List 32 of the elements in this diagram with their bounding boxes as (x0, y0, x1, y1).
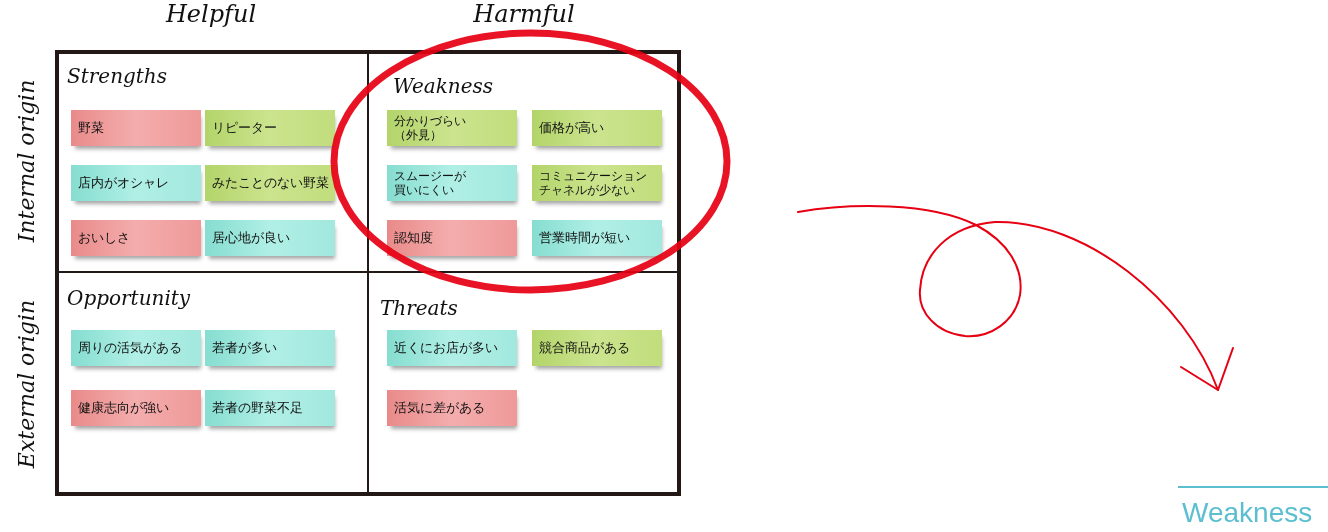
quadrant-panel (55, 50, 368, 272)
quadrant-heading: Threats (380, 298, 458, 318)
sticky-note: リピーター (205, 110, 335, 146)
sticky-note: 若者の野菜不足 (205, 390, 335, 426)
column-heading: Helpful (165, 2, 257, 26)
sticky-note: 競合商品がある (532, 330, 662, 366)
sticky-note: コミュニケーションチャネルが少ない (532, 165, 662, 201)
quadrant-heading: Strengths (67, 66, 167, 86)
sticky-note: 営業時間が短い (532, 220, 662, 256)
sticky-note: 若者が多い (205, 330, 335, 366)
quadrant-panel (368, 272, 681, 496)
row-heading: Internal origin (16, 79, 38, 243)
sticky-note: 店内がオシャレ (71, 165, 201, 201)
quadrant-panel (55, 272, 368, 496)
sticky-note: 分かりづらい（外見） (387, 110, 517, 146)
sticky-note: 居心地が良い (205, 220, 335, 256)
section-heading: Weakness (1182, 499, 1313, 527)
sticky-note: みたことのない野菜 (205, 165, 335, 201)
sticky-note: 活気に差がある (387, 390, 517, 426)
quadrant-heading: Weakness (393, 76, 494, 96)
quadrant-heading: Opportunity (67, 288, 191, 308)
row-heading: External origin (16, 299, 38, 469)
sticky-note: 周りの活気がある (71, 330, 201, 366)
column-heading: Harmful (473, 2, 575, 26)
sticky-note: おいしさ (71, 220, 201, 256)
sticky-note: 認知度 (387, 220, 517, 256)
sticky-note: スムージーが買いにくい (387, 165, 517, 201)
sticky-note: 価格が高い (532, 110, 662, 146)
quadrant-panel (368, 50, 681, 272)
sticky-note: 健康志向が強い (71, 390, 201, 426)
sticky-note: 近くにお店が多い (387, 330, 517, 366)
sticky-note: 野菜 (71, 110, 201, 146)
